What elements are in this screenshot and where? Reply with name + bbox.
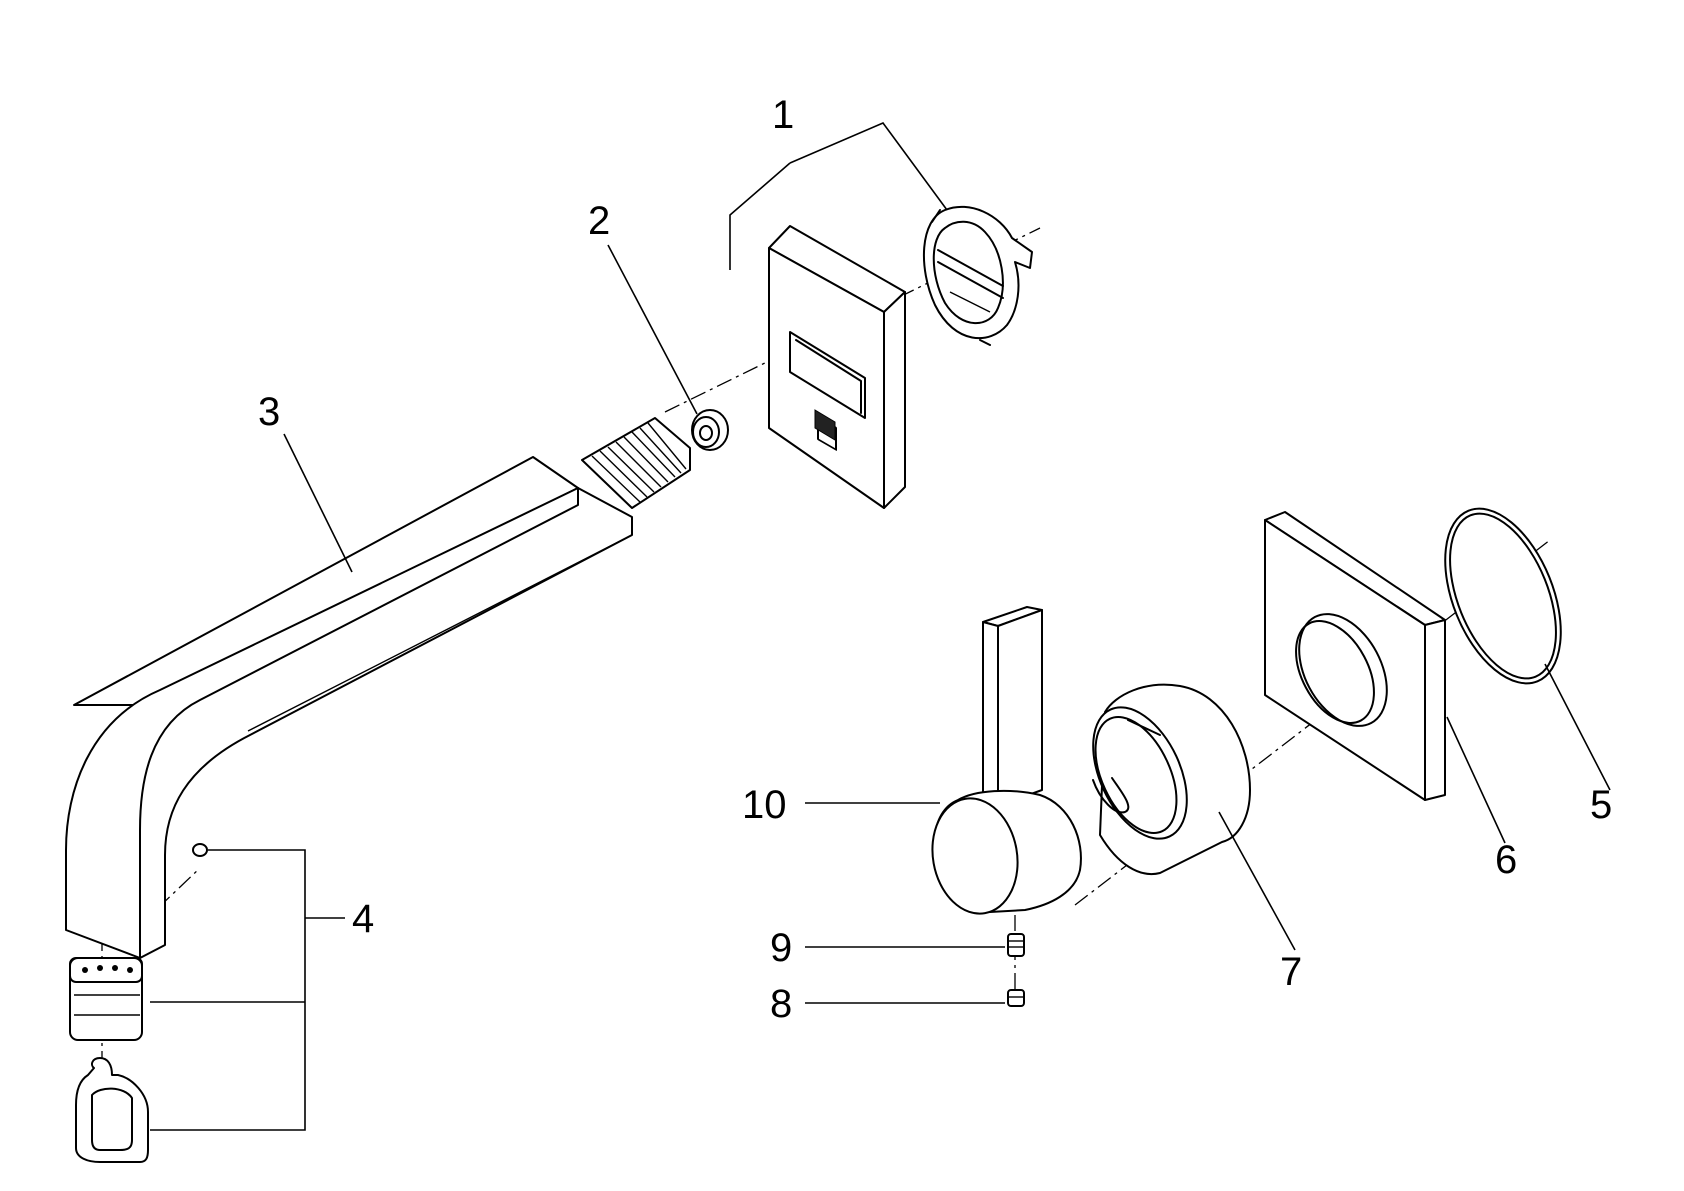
callout-3: 3 <box>258 390 280 434</box>
part-1-mounting-ring <box>922 205 1033 346</box>
callout-7: 7 <box>1280 950 1302 994</box>
part-7-sleeve <box>1092 683 1251 875</box>
callout-9: 9 <box>770 926 792 970</box>
part-5-o-ring <box>1444 507 1562 685</box>
callout-2: 2 <box>588 199 610 243</box>
part-9-grub-screw <box>1007 933 1025 957</box>
spout-thread <box>581 417 691 509</box>
callout-4: 4 <box>352 897 374 941</box>
callout-10: 10 <box>742 783 787 827</box>
part-1-cover-plate <box>768 225 906 509</box>
callout-labels: 1 2 3 4 5 6 7 8 9 10 <box>258 93 1612 1026</box>
part-4-aerator-set <box>69 843 208 1163</box>
callout-1: 1 <box>772 93 794 137</box>
part-2-washer <box>691 409 729 451</box>
part-8-grub-screw <box>1007 989 1025 1007</box>
part-6-rosette-plate <box>1264 511 1446 801</box>
part-3-spout <box>65 417 691 959</box>
callout-6: 6 <box>1495 838 1517 882</box>
leader-lines <box>150 122 1611 1131</box>
callout-5: 5 <box>1590 783 1612 827</box>
callout-8: 8 <box>770 982 792 1026</box>
part-10-lever-handle <box>931 606 1082 915</box>
